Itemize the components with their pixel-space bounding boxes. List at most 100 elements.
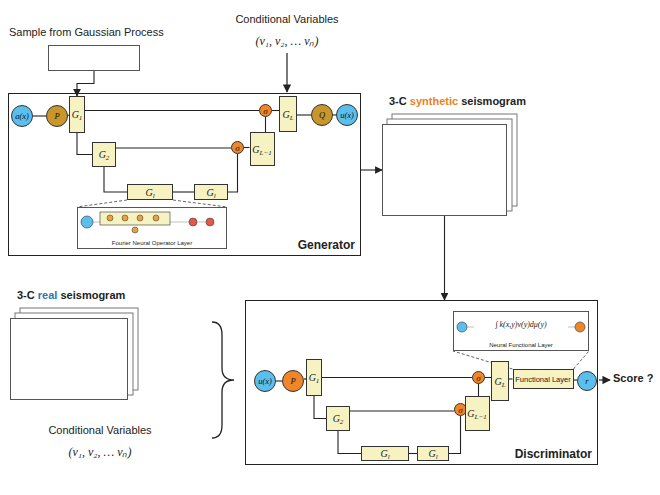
- layer-subscript: 2: [340, 418, 344, 426]
- score-label: Score ?: [613, 372, 653, 384]
- function-circle: a(x): [11, 105, 33, 127]
- circle-label: u(x): [258, 376, 272, 386]
- circle-label: u(x): [340, 110, 354, 120]
- layer-subscript: L: [290, 114, 294, 122]
- function-circle: u(x): [254, 370, 276, 392]
- network-frame: Discriminatoru(x)PG1G2GlGlσGL−1σGLFuncti…: [245, 300, 598, 465]
- connector: [116, 147, 231, 148]
- layer-subscript: l: [436, 453, 438, 461]
- connector: [272, 110, 279, 111]
- circle-label: r: [585, 376, 588, 386]
- activation-circle: σ: [472, 371, 485, 384]
- connector: [478, 384, 479, 396]
- layer-label: Gl: [206, 187, 215, 198]
- connector: [361, 169, 382, 170]
- layer-box: G1: [69, 96, 85, 133]
- layer-box: Gl: [127, 184, 173, 200]
- activation-circle: σ: [231, 141, 244, 154]
- fno-callout: Fourier Neural Operator Layer: [77, 207, 227, 249]
- score-arrow: [599, 379, 610, 380]
- circle-label: a(x): [15, 111, 29, 121]
- circle-label: σ: [235, 143, 239, 153]
- heading-word: 3-C: [389, 95, 407, 107]
- layer-label: G1: [72, 109, 83, 120]
- layer-box: G2: [92, 142, 116, 167]
- layer-symbol: G: [380, 448, 387, 459]
- layer-label: Gl: [380, 448, 389, 459]
- heading-word: 3-C: [17, 289, 35, 301]
- cond-arrow: [286, 53, 287, 92]
- layer-symbol: G: [72, 109, 79, 120]
- gp-sample-box: Sample from Gaussian Process: [48, 45, 140, 71]
- layer-label: Gl: [428, 448, 437, 459]
- connector: [297, 114, 311, 115]
- layer-label: GL: [494, 376, 505, 387]
- activation-circle: P: [282, 370, 304, 392]
- layer-symbol: G: [145, 187, 152, 198]
- layer-subscript: L: [502, 381, 506, 389]
- heading-word: seismogram: [461, 95, 526, 107]
- connector: [350, 410, 454, 411]
- layer-box: G1: [306, 359, 322, 396]
- connector: [265, 117, 266, 132]
- formula: ∫ k(x,y)v(y)dμ(y): [474, 320, 568, 329]
- layer-symbol: G: [428, 448, 435, 459]
- connector: [314, 396, 326, 419]
- fno-sketch: [78, 208, 226, 236]
- operator-circle: P: [46, 105, 68, 127]
- network-frame: Generatora(x)PG1G2GlGlFourier Neural Ope…: [8, 93, 361, 256]
- layer-subscript: l: [388, 453, 390, 461]
- layer-name: Functional Layer: [515, 375, 570, 384]
- connector: [33, 115, 46, 116]
- connector: [104, 167, 127, 192]
- layer-symbol: G: [333, 413, 340, 424]
- layer-symbol: G: [282, 109, 289, 120]
- frame-title: Discriminator: [515, 447, 592, 461]
- operator-circle: Q: [311, 104, 333, 126]
- layer-label: G1: [309, 372, 320, 383]
- layer-subscript: l: [214, 192, 216, 200]
- layer-subscript: 1: [316, 377, 320, 385]
- connector: [338, 431, 361, 454]
- callout-leader: [77, 200, 227, 207]
- layer-subscript: L−1: [260, 149, 272, 157]
- heading-word: seismogram: [60, 289, 125, 301]
- circle-label: Q: [319, 110, 325, 120]
- cond-var-list: (v₁, v₂, … vₙ): [69, 443, 132, 460]
- layer-label: GL−1: [467, 408, 486, 419]
- layer-symbol: G: [467, 408, 474, 419]
- layer-subscript: 2: [106, 154, 110, 162]
- layer-label: GL: [282, 109, 293, 120]
- circle-label: σ: [263, 106, 267, 116]
- connector: [228, 154, 238, 192]
- cond-var-title: Conditional Variables: [235, 13, 338, 25]
- circle-label: P: [290, 376, 295, 386]
- layer-symbol: G: [99, 149, 106, 160]
- layer-label: G2: [99, 149, 110, 160]
- functional-layer-box: Functional Layer: [513, 369, 574, 389]
- cond-var-title: Conditional Variables: [48, 424, 151, 436]
- circle-label: σ: [458, 405, 462, 415]
- layer-symbol: G: [206, 187, 213, 198]
- layer-box: GL−1: [250, 132, 275, 166]
- gp-heading: Sample from Gaussian Process: [9, 26, 164, 38]
- nfl-callout: ∫ k(x,y)v(y)dμ(y) Neural Functional Layer: [453, 311, 589, 351]
- callout-caption: Neural Functional Layer: [454, 342, 588, 348]
- seismogram-panel: 3-Csyntheticseismogram: [382, 124, 507, 216]
- panel-heading: 3-Crealseismogram: [17, 289, 125, 301]
- layer-box: GL: [279, 96, 297, 132]
- panel-heading: 3-Csyntheticseismogram: [389, 95, 526, 107]
- layer-symbol: G: [252, 144, 259, 155]
- function-circle: u(x): [336, 104, 358, 126]
- circle-label: P: [54, 111, 59, 121]
- layer-subscript: l: [153, 192, 155, 200]
- brace: [212, 322, 234, 438]
- layer-box: Gl: [417, 446, 449, 461]
- connector: [409, 453, 417, 454]
- layer-box: GL−1: [465, 396, 490, 431]
- circle-label: σ: [476, 373, 480, 383]
- layer-box: GL: [491, 361, 509, 401]
- layer-subscript: L−1: [475, 413, 487, 421]
- layer-box: G2: [326, 406, 350, 431]
- heading-word: real: [38, 289, 58, 301]
